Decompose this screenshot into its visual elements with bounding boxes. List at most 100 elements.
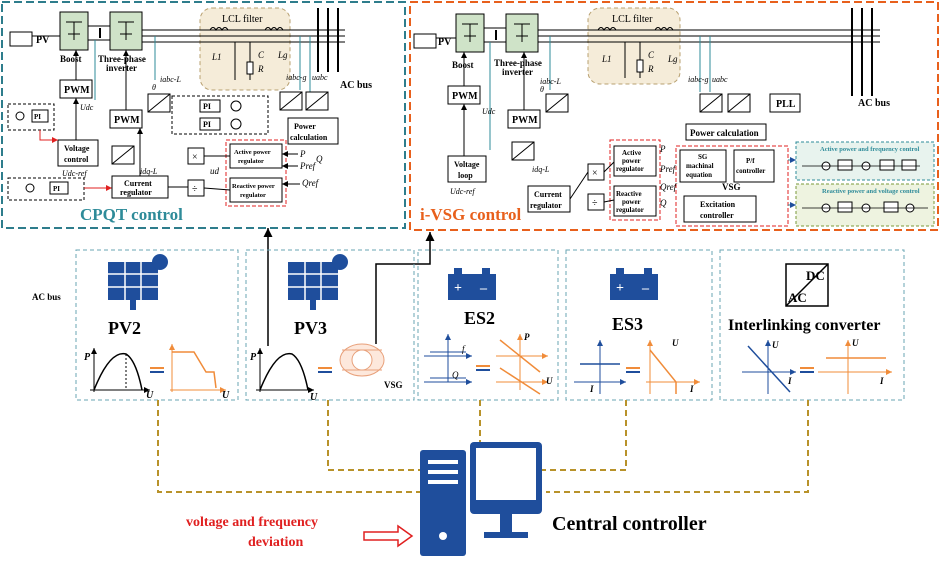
pv3-label: PV3 bbox=[294, 318, 327, 338]
ud-label-left: ud bbox=[210, 166, 220, 176]
solar-panel-icon bbox=[108, 254, 168, 310]
active-power-regulator-right bbox=[613, 145, 657, 177]
power-calc-box-right bbox=[685, 123, 767, 141]
power-calc-box-left bbox=[287, 117, 339, 145]
r-label-right: R bbox=[647, 64, 654, 74]
idq-l-label-right: idq-L bbox=[532, 165, 550, 174]
div-sym-1: ÷ bbox=[192, 184, 198, 195]
excitation-label-2: controller bbox=[700, 211, 734, 220]
sg-label-3: equation bbox=[686, 171, 712, 179]
reactive-reg-right-1: Reactive bbox=[616, 190, 642, 198]
es2-label: ES2 bbox=[464, 308, 495, 328]
power-calc-label-1: Power bbox=[294, 122, 316, 131]
active-reg-right-1: Active bbox=[622, 149, 641, 157]
ic-x-axis-right: I bbox=[879, 376, 884, 386]
pv2-panel-body bbox=[108, 262, 158, 300]
l2-label-right: Lg bbox=[667, 54, 678, 64]
mult-sym-2: × bbox=[592, 168, 598, 179]
pq-regulator-group-right bbox=[609, 139, 661, 221]
pf-controller-box bbox=[733, 149, 775, 183]
apf-title: Active power and frequency control bbox=[820, 146, 919, 153]
ic-label: Interlinking converter bbox=[728, 317, 880, 334]
lcl-label-right: LCL filter bbox=[612, 14, 653, 25]
q-label-right: Q bbox=[660, 198, 667, 208]
es2-y-axis: P bbox=[524, 332, 530, 342]
qref-label-left: Qref bbox=[302, 178, 320, 188]
uabc-label-right: uabc bbox=[712, 75, 728, 84]
reactive-reg-label-2: regulator bbox=[240, 192, 266, 199]
current-reg-right-label-1: Current bbox=[534, 190, 562, 199]
battery-icon: + – bbox=[610, 268, 658, 300]
lcl-label: LCL filter bbox=[222, 14, 263, 25]
q-label-left: Q bbox=[316, 154, 323, 164]
active-reg-label-2: regulator bbox=[238, 158, 264, 165]
r-label: R bbox=[257, 64, 264, 74]
power-calc-label-right: Power calculation bbox=[690, 128, 759, 138]
voltage-control-box bbox=[57, 139, 99, 167]
synchronous-generator-icon bbox=[339, 343, 385, 377]
voltage-control-label-1: Voltage bbox=[64, 144, 90, 153]
boost-label-right: Boost bbox=[452, 60, 474, 70]
es2-minus: – bbox=[479, 281, 488, 296]
ac-bus-label-units: AC bus bbox=[32, 292, 61, 302]
l1-label-right: L1 bbox=[601, 54, 612, 64]
pq-regulator-group bbox=[225, 139, 287, 207]
pv-label: PV bbox=[36, 35, 50, 46]
lcl-filter-box-right bbox=[587, 7, 681, 85]
rpv-title: Reactive power and voltage control bbox=[822, 188, 920, 195]
pf-label-1: P/f bbox=[746, 157, 755, 165]
pv2-y-axis: P bbox=[84, 352, 91, 363]
c-label: C bbox=[258, 50, 265, 60]
current-reg-right-label-2: regulator bbox=[530, 201, 562, 210]
es3-label: ES3 bbox=[612, 314, 643, 334]
udc-ref-label-right: Udc-ref bbox=[450, 187, 476, 196]
voltage-loop-label-2: loop bbox=[458, 171, 473, 180]
communication-lines bbox=[157, 400, 809, 493]
cpqt-title: CPQT control bbox=[80, 205, 183, 224]
pf-label-2: controller bbox=[736, 167, 765, 175]
units-row: AC bus PV2 P U U PV3 bbox=[32, 249, 905, 403]
voltage-loop-label-1: Voltage bbox=[454, 160, 480, 169]
es3-x-axis-right: I bbox=[689, 384, 694, 394]
p-label-right: P bbox=[659, 144, 666, 154]
boost-box-right bbox=[455, 13, 485, 53]
theta-label-left: θ bbox=[152, 83, 156, 92]
l1-label: L1 bbox=[211, 52, 222, 62]
ac-bus-label-left: AC bus bbox=[340, 80, 372, 91]
signal-line-1: voltage and frequency bbox=[186, 515, 318, 530]
l2-label: Lg bbox=[277, 50, 288, 60]
cpqt-panel: PV Boost Three-phase inverter LCL filter… bbox=[1, 1, 406, 229]
battery-icon: + – bbox=[448, 268, 496, 300]
vsg-label: VSG bbox=[722, 182, 741, 192]
solar-panel-icon bbox=[288, 254, 348, 310]
signal-line-2: deviation bbox=[248, 535, 303, 550]
pv2-x-axis: U bbox=[146, 390, 154, 401]
es3-plus: + bbox=[616, 281, 624, 296]
qref-label-right: Qref bbox=[660, 182, 678, 192]
iabc-l-label-right: iabc-L bbox=[540, 77, 561, 86]
idq-l-label-left: idq-L bbox=[140, 167, 158, 176]
pll-pi-group bbox=[171, 95, 269, 135]
pll-label: PLL bbox=[776, 99, 796, 110]
sg-label-2: machinal bbox=[686, 162, 714, 170]
es3-battery-body bbox=[610, 274, 658, 300]
current-loop-group bbox=[7, 177, 85, 201]
inverter-label-2: inverter bbox=[106, 63, 137, 73]
ivsg-title: i-VSG control bbox=[420, 205, 521, 224]
mult-sym-1: × bbox=[192, 152, 198, 163]
active-reg-right-2: power bbox=[622, 157, 641, 165]
pv-label-right: PV bbox=[438, 37, 452, 48]
c-label-right: C bbox=[648, 50, 655, 60]
pv-box-right bbox=[413, 33, 437, 49]
ac-bus-label-right: AC bus bbox=[858, 98, 890, 109]
pref-label-right: Pref bbox=[659, 164, 677, 174]
es3-y-axis: U bbox=[672, 338, 679, 348]
div-sym-2: ÷ bbox=[592, 198, 598, 209]
boost-label: Boost bbox=[60, 54, 82, 64]
excitation-label-1: Excitation bbox=[700, 200, 736, 209]
reactive-reg-right-3: regulator bbox=[616, 206, 644, 214]
udc-label-left: Udc bbox=[80, 103, 94, 112]
pv3-panel-body bbox=[288, 262, 338, 300]
pv3-x-axis: U bbox=[310, 392, 318, 403]
iabc-g-label-right: iabc-g bbox=[688, 75, 708, 84]
